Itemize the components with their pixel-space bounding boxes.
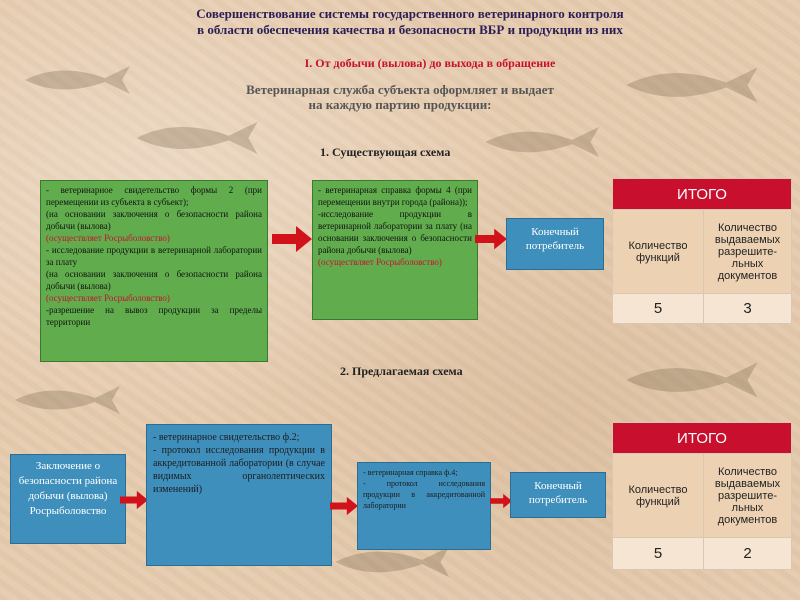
section-subtitle: I. От добычи (вылова) до выхода в обраще… <box>304 56 556 70</box>
scheme1-box1-line2: (на основании заключения о безопасности … <box>46 209 262 231</box>
scheme1-box1-line4: (на основании заключения о безопасности … <box>46 269 262 291</box>
scheme1-itogo-val-functions: 5 <box>612 293 704 324</box>
fish-decoration-icon <box>136 121 258 155</box>
scheme1-box1-line1: - ветеринарное свидетельство формы 2 (пр… <box>46 185 262 207</box>
scheme1-box1-line2-red: (осуществляет Росрыболовство) <box>46 233 170 243</box>
scheme1-consumer-box: Конечный потребитель <box>506 218 604 270</box>
scheme1-itogo-col-functions: Количество функций <box>612 209 704 294</box>
arrow-right-icon <box>490 493 512 509</box>
scheme2-itogo-table: ИТОГО Количество функций Количество выда… <box>612 422 792 570</box>
section-description: Ветеринарная служба субъекта оформляет и… <box>246 82 554 112</box>
scheme2-itogo-val-documents: 2 <box>703 537 792 570</box>
scheme2-conclusion-box: Заключение о безопасности района добычи … <box>10 454 126 544</box>
scheme1-itogo-col-documents: Количество выдаваемых разрешите-льных до… <box>703 209 792 294</box>
scheme2-itogo-val-functions: 5 <box>612 537 704 570</box>
scheme1-box1-line3: - исследование продукции в ветеринарной … <box>46 245 262 267</box>
scheme2-consumer-label: Конечный потребитель <box>528 480 588 506</box>
scheme2-consumer-box: Конечный потребитель <box>510 472 606 518</box>
scheme1-box-reference: - ветеринарная справка формы 4 (при пере… <box>312 180 478 320</box>
arrow-right-icon <box>330 496 358 516</box>
fish-decoration-icon <box>335 546 450 578</box>
scheme2-conclusion-text: Заключение о безопасности района добычи … <box>18 460 118 517</box>
scheme1-consumer-label: Конечный потребитель <box>525 226 585 252</box>
scheme2-itogo-col-functions: Количество функций <box>612 453 704 538</box>
scheme1-box1-line4-red: (осуществляет Росрыболовство) <box>46 293 170 303</box>
scheme2-reference-box: - ветеринарная справка ф.4; - протокол и… <box>357 462 491 550</box>
scheme1-box1-line5: -разрешение на вывоз продукции за предел… <box>46 305 262 327</box>
arrow-right-icon <box>120 490 148 510</box>
scheme1-box2-line1: - ветеринарная справка формы 4 (при пере… <box>318 185 472 207</box>
page-title: Совершенствование системы государственно… <box>196 6 624 37</box>
scheme2-documents-box: - ветеринарное свидетельство ф.2; - прот… <box>146 424 332 566</box>
scheme2-itogo-col-documents: Количество выдаваемых разрешите-льных до… <box>703 453 792 538</box>
scheme2-box-small-line1: - ветеринарная справка ф.4; <box>363 468 458 477</box>
fish-decoration-icon <box>25 66 130 94</box>
scheme2-heading: 2. Предлагаемая схема <box>340 364 463 378</box>
arrow-right-icon <box>272 226 312 252</box>
fish-decoration-icon <box>626 362 758 398</box>
scheme1-itogo-header: ИТОГО <box>612 178 792 210</box>
scheme2-box-mid-line2: - протокол исследования продукции в аккр… <box>153 445 325 495</box>
scheme2-box-small-line2: - протокол исследования продукции в аккр… <box>363 479 485 510</box>
scheme1-box-certificate: - ветеринарное свидетельство формы 2 (пр… <box>40 180 268 362</box>
scheme1-heading: 1. Существующая схема <box>320 145 451 159</box>
fish-decoration-icon <box>15 386 120 414</box>
scheme2-itogo-header: ИТОГО <box>612 422 792 454</box>
scheme1-itogo-val-documents: 3 <box>703 293 792 324</box>
arrow-right-icon <box>475 228 507 250</box>
scheme1-box2-line2: -исследование продукции в ветеринарной л… <box>318 209 472 255</box>
scheme1-itogo-table: ИТОГО Количество функций Количество выда… <box>612 178 792 324</box>
scheme2-box-mid-line1: - ветеринарное свидетельство ф.2; <box>153 432 300 443</box>
scheme1-box2-line2-red: (осуществляет Росрыболовство) <box>318 257 442 267</box>
fish-decoration-icon <box>626 67 758 103</box>
fish-decoration-icon <box>485 126 600 158</box>
